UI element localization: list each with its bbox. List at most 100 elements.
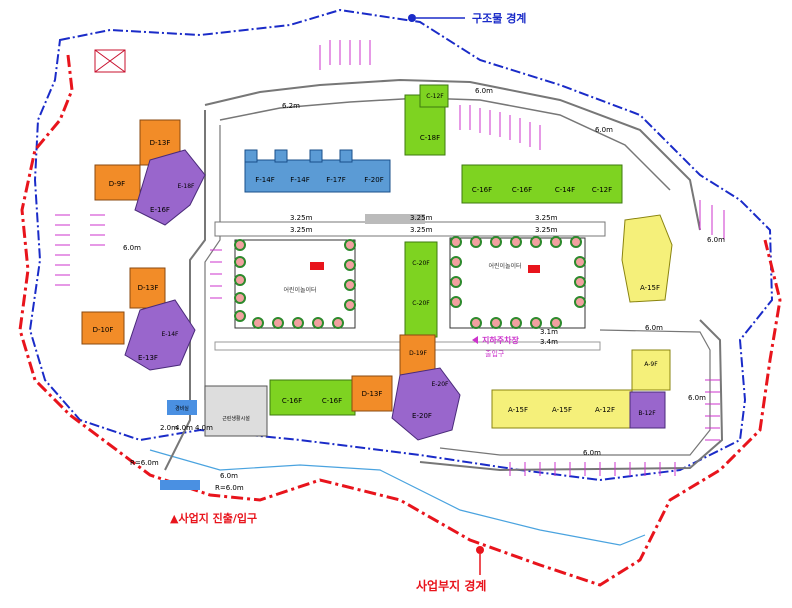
building-label: E-16F <box>150 206 170 214</box>
building-label: F-20F <box>364 176 384 184</box>
building-label: A-12F <box>595 406 615 414</box>
road-width-label: 6.0m <box>475 87 493 95</box>
building-label: C-12F <box>426 93 444 100</box>
west-road-inner <box>204 125 221 400</box>
site-boundary-legend: 사업부지 경계 <box>416 578 486 593</box>
building-label: F-14F <box>255 176 275 184</box>
building-label: D-9F <box>109 180 125 188</box>
structure-boundary-marker-icon <box>408 14 416 22</box>
building-label: D-19F <box>409 350 427 357</box>
building-f-block <box>244 159 391 193</box>
site-boundary-line <box>18 54 782 587</box>
building-group-d-leftmid: D-13F D-10F <box>81 267 166 345</box>
trees-left <box>234 239 356 329</box>
road-width-label: 3.1m <box>540 328 558 336</box>
building-label: C-20F <box>412 300 430 307</box>
building-a15-right: A-15F <box>621 214 673 303</box>
playground-left-area <box>234 239 356 329</box>
road-width-label: 6.0m <box>595 126 613 134</box>
building-group-e-leftmid: E-14F E-13F <box>124 299 196 371</box>
playground-right-area <box>449 237 586 329</box>
building-label: F-14F <box>290 176 310 184</box>
road-width-label: 6.0m <box>645 324 663 332</box>
parking-arrow-icon <box>472 336 478 344</box>
building-d13-bottom: D-13F <box>351 375 393 412</box>
structure-boundary-line <box>28 8 774 482</box>
road-width-label: 3.25m <box>535 214 558 222</box>
site-boundary-marker-icon <box>476 546 484 554</box>
play-structure-right <box>528 265 540 273</box>
underground-parking-label: 지하주차장 <box>482 335 519 345</box>
building-label: A-15F <box>552 406 572 414</box>
road-width-label: 2.0m <box>160 424 178 432</box>
crosswalk-north <box>365 214 425 224</box>
guardhouse-crosswalk <box>167 400 197 415</box>
building-group-e-topleft: E-18F E-16F <box>134 149 206 226</box>
building-label: A-15F <box>508 406 528 414</box>
building-label: D-13F <box>138 284 159 292</box>
building-label: C-12F <box>592 186 612 194</box>
building-label: D-13F <box>150 139 171 147</box>
trees-right <box>450 236 586 329</box>
playground-right-label: 어린이놀이터 <box>488 262 521 270</box>
building-label: C-16F <box>322 397 342 405</box>
site-boundary-inner <box>149 449 646 546</box>
road-width-label: 3.25m <box>535 226 558 234</box>
building-label: A-9F <box>644 361 658 368</box>
building-group-c-right: C-16F C-16F C-14F C-12F <box>461 164 623 204</box>
road-width-label: R=6.0m <box>215 484 244 492</box>
building-label: C-16F <box>472 186 492 194</box>
building-label: C-18F <box>420 134 440 142</box>
facility-building <box>204 385 268 437</box>
east-road-inner <box>439 329 711 456</box>
outer-ring-road <box>204 78 701 231</box>
building-label: E-14F <box>161 331 179 338</box>
road-width-label: 3.25m <box>290 226 313 234</box>
building-label: E-18F <box>177 183 195 190</box>
facility-label: 근린생활시설 <box>222 415 250 422</box>
building-group-c-bottom: C-16F C-16F <box>269 379 356 416</box>
building-label: A-15F <box>640 284 660 292</box>
building-label: E-13F <box>138 354 158 362</box>
building-c20: C-20F C-20F <box>404 241 438 338</box>
building-label: E-20F <box>412 412 432 420</box>
road-width-label: 6.0m <box>688 394 706 402</box>
east-road <box>419 319 724 472</box>
road-width-label: 6.2m <box>282 102 300 110</box>
road-width-label: 6.0m <box>220 472 238 480</box>
road-width-label: 3.25m <box>410 226 433 234</box>
building-group-a: A-15F A-15F A-12F A-9F B-12F <box>491 349 671 429</box>
road-width-label: 6.0m <box>583 449 601 457</box>
entrance-crosswalk <box>160 480 200 490</box>
play-structure-left <box>310 262 324 270</box>
parking-stalls <box>55 40 725 476</box>
building-label: B-12F <box>638 410 656 417</box>
road-width-label: 3.4m <box>540 338 558 346</box>
road-width-label: 6.0m <box>123 244 141 252</box>
building-label: D-10F <box>93 326 114 334</box>
guardhouse-label: 경비실 <box>175 405 189 412</box>
road-width-label: 4.0m <box>175 424 193 432</box>
site-entry-legend: ▲사업지 진출/입구 <box>170 511 257 525</box>
building-label: C-14F <box>555 186 575 194</box>
outer-ring-road-inner <box>219 97 671 191</box>
road-width-label: 4.0m <box>195 424 213 432</box>
building-label: C-16F <box>282 397 302 405</box>
building-c18: C-18F C-12F <box>404 84 449 156</box>
building-label: C-20F <box>412 260 430 267</box>
building-label: E-20F <box>431 381 449 388</box>
entrance-label: 출입구 <box>485 349 505 358</box>
road-width-label: 3.25m <box>410 214 433 222</box>
west-road <box>164 110 206 471</box>
building-label: D-13F <box>362 390 383 398</box>
building-group-e-bottom: E-20F E-20F <box>391 367 461 441</box>
building-group-f: F-14F F-14F F-17F F-20F <box>244 149 391 193</box>
road-width-label: R=6.0m <box>130 459 159 467</box>
road-width-labels: 6.2m 6.0m 6.0m 6.0m 6.0m 6.0m 6.0m 6.0m … <box>123 87 725 492</box>
playground-left-label: 어린이놀이터 <box>283 286 316 294</box>
structure-boundary-legend: 구조물 경계 <box>472 11 526 25</box>
road-width-label: 3.25m <box>290 214 313 222</box>
road-width-label: 6.0m <box>707 236 725 244</box>
